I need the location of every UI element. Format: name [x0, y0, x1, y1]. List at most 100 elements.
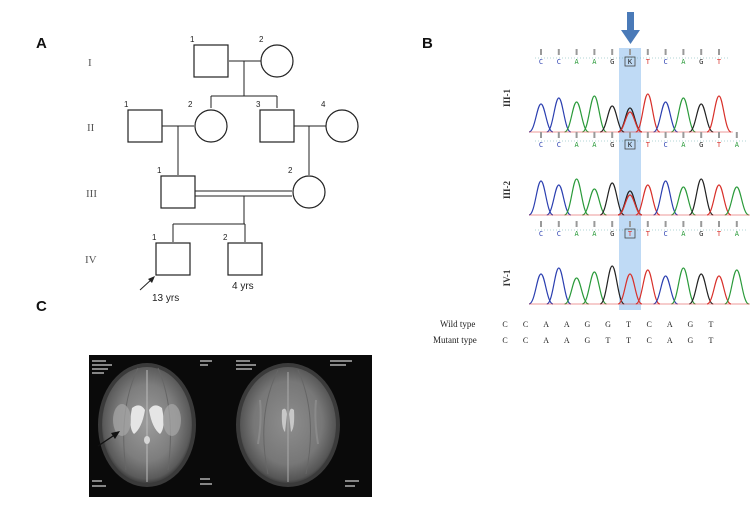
chromatogram-peak: [688, 178, 714, 216]
base-call: G: [610, 230, 614, 238]
wild-type-label: Wild type: [440, 319, 475, 329]
base-tick: [557, 49, 560, 55]
base-tick: [540, 49, 542, 55]
chromatogram-peak: [564, 101, 589, 133]
base-tick: [700, 49, 703, 55]
base-tick: [646, 132, 649, 138]
chromatogram-peak: [599, 105, 625, 133]
base-call: C: [663, 141, 667, 149]
base-tick: [557, 221, 560, 227]
base-call: A: [681, 230, 686, 238]
individual-number: 1: [190, 35, 195, 44]
proband-age: 13 yrs: [152, 293, 179, 304]
base-tick: [718, 49, 720, 55]
base-call: A: [574, 230, 579, 238]
individual-number: 2: [223, 233, 228, 242]
sequence-base: A: [564, 336, 570, 345]
base-tick: [664, 132, 667, 138]
chromatogram-peak: [617, 111, 643, 133]
lesion-arrow-icon: [97, 431, 120, 447]
base-call: G: [699, 230, 703, 238]
base-tick: [682, 132, 685, 138]
base-call: A: [735, 230, 740, 238]
base-tick: [629, 221, 631, 227]
base-call: G: [699, 58, 703, 66]
generation-label: II: [87, 122, 95, 134]
chromatogram-peak: [724, 269, 750, 305]
chromatogram-peak: [706, 184, 732, 216]
base-call: A: [681, 58, 686, 66]
chromatogram-peak: [653, 101, 678, 133]
female-symbol-i-2: [260, 44, 294, 78]
base-tick: [735, 132, 738, 138]
base-call: T: [628, 230, 633, 238]
base-call: G: [610, 141, 614, 149]
chromatogram-peak: [582, 95, 607, 133]
base-call: A: [681, 141, 686, 149]
base-call: C: [539, 58, 543, 66]
sequence-base: G: [585, 320, 591, 329]
base-call: T: [717, 230, 722, 238]
base-tick: [540, 132, 542, 138]
base-tick: [718, 132, 720, 138]
mri-slice-right: [236, 363, 340, 487]
base-call: G: [610, 58, 614, 66]
chromatogram-peak: [688, 273, 714, 305]
base-call: K: [628, 141, 633, 149]
chromatogram-peak: [528, 180, 554, 216]
sequence-base: A: [543, 320, 549, 329]
chromatogram-peak: [653, 275, 678, 305]
chromatogram-peak: [599, 265, 625, 305]
individual-number: 1: [152, 233, 157, 242]
chromatogram-peak: [688, 103, 714, 133]
individual-number: 1: [124, 100, 129, 109]
base-tick: [575, 132, 578, 138]
base-call: T: [717, 141, 722, 149]
mri-panel: C: [36, 298, 372, 497]
panel-label-a: A: [36, 35, 47, 52]
generation-label: I: [88, 57, 92, 69]
base-tick: [575, 49, 578, 55]
sequence-base: T: [606, 336, 611, 345]
base-call: A: [592, 58, 597, 66]
base-call: C: [557, 230, 561, 238]
base-tick: [575, 221, 578, 227]
variant-box: [624, 139, 636, 150]
base-tick: [593, 49, 596, 55]
chromatogram-peak: [582, 271, 607, 305]
chromatogram-peak: [653, 180, 678, 216]
base-call: C: [557, 141, 561, 149]
chromatogram-peak: [617, 194, 643, 216]
base-tick: [718, 221, 720, 227]
sequence-base: T: [709, 336, 714, 345]
male-symbol-ii-1: [127, 109, 163, 143]
male-symbol-iv-2: [227, 242, 263, 276]
sequence-base: C: [523, 336, 528, 345]
sample-label: IV-1: [502, 269, 512, 286]
female-symbol-ii-2: [194, 109, 228, 143]
base-call: C: [663, 58, 667, 66]
sequence-base: G: [585, 336, 591, 345]
chromatogram-peak: [724, 186, 750, 216]
affected-male-symbol-iv-1: [155, 242, 191, 276]
base-tick: [700, 221, 703, 227]
variant-highlight-band: [619, 48, 641, 310]
sequence-base: C: [502, 320, 507, 329]
sequence-base: T: [709, 320, 714, 329]
base-tick: [557, 132, 560, 138]
base-call: A: [574, 58, 579, 66]
base-tick: [664, 221, 667, 227]
base-call: A: [592, 141, 597, 149]
base-tick: [593, 132, 596, 138]
base-call: A: [592, 230, 597, 238]
proband-arrow-icon: [139, 276, 155, 291]
individual-number: 4: [321, 100, 326, 109]
pedigree-lines: [162, 60, 326, 242]
mutant-type-label: Mutant type: [433, 335, 477, 345]
base-tick: [611, 49, 614, 55]
